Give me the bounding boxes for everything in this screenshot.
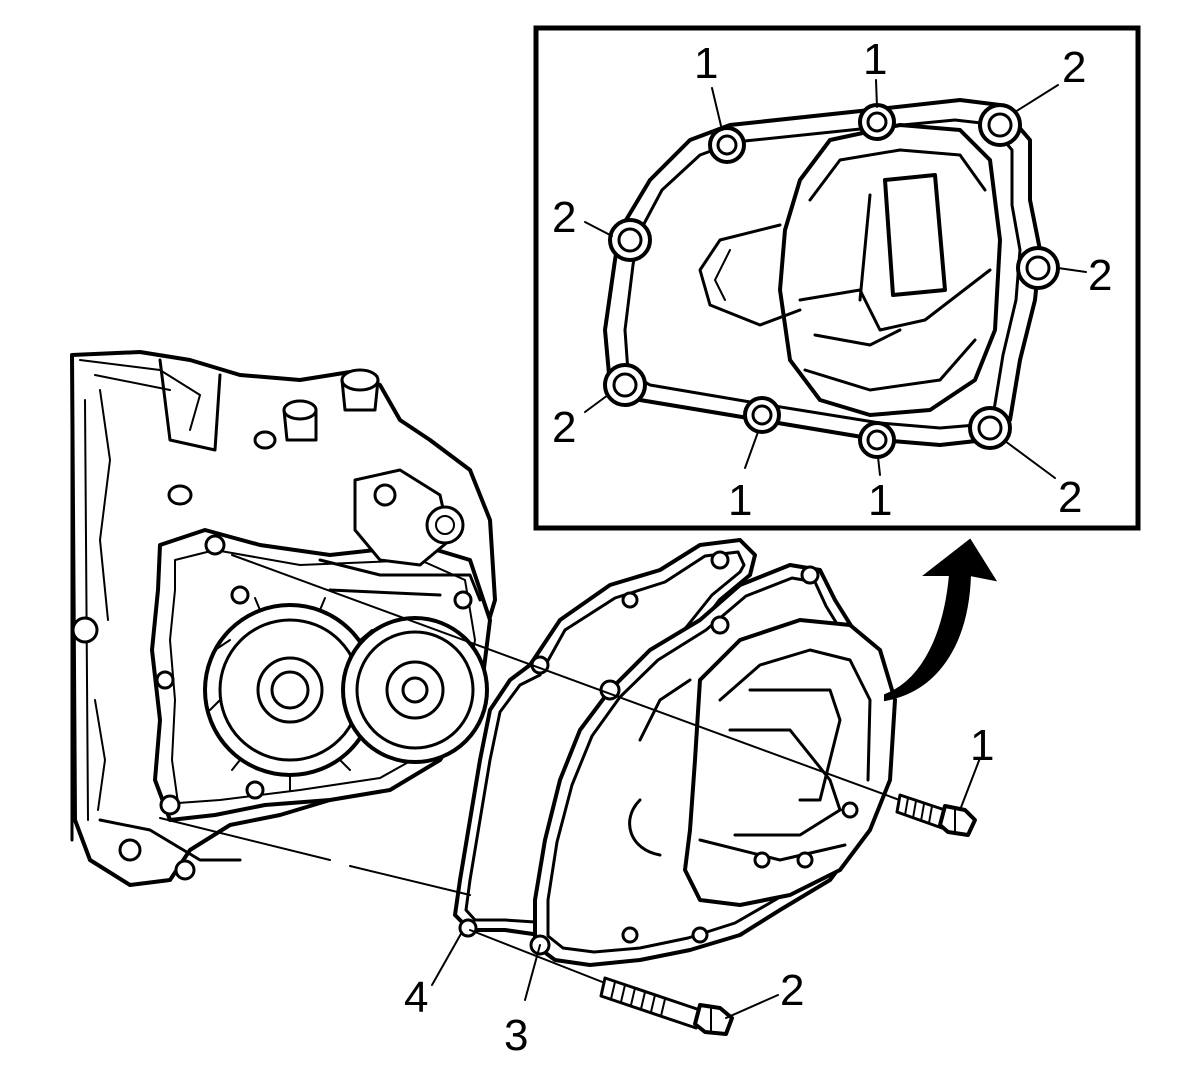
bolt-1 xyxy=(895,793,977,837)
housing-cover xyxy=(529,563,897,967)
callout-inset-top-1a: 1 xyxy=(694,39,718,88)
alignment-lines xyxy=(159,554,906,986)
callout-bolt-1: 1 xyxy=(970,721,994,770)
inset-bolt-bosses xyxy=(603,103,1060,459)
bolt-2 xyxy=(599,976,734,1036)
callout-inset-left-lower-2: 2 xyxy=(552,403,576,452)
inset-leaders xyxy=(584,79,1087,479)
callout-inset-right-2: 2 xyxy=(1088,251,1112,300)
curved-arrow xyxy=(884,538,998,702)
callout-inset-bottom-right-2: 2 xyxy=(1058,473,1082,522)
callout-inset-left-upper-2: 2 xyxy=(552,193,576,242)
callout-inset-bottom-1b: 1 xyxy=(868,476,892,525)
callout-gasket-4: 4 xyxy=(404,973,428,1022)
callout-cover-3: 3 xyxy=(504,1011,528,1060)
callout-labels: 1 1 2 2 2 2 1 1 2 1 2 3 4 xyxy=(404,35,1112,1060)
callout-bolt-2: 2 xyxy=(780,966,804,1015)
callout-inset-top-right-2: 2 xyxy=(1062,43,1086,92)
main-leaders xyxy=(431,757,981,1019)
transmission-housing xyxy=(70,350,497,887)
detail-inset xyxy=(533,25,1141,531)
callout-inset-bottom-1a: 1 xyxy=(728,476,752,525)
callout-inset-top-1b: 1 xyxy=(863,35,887,84)
